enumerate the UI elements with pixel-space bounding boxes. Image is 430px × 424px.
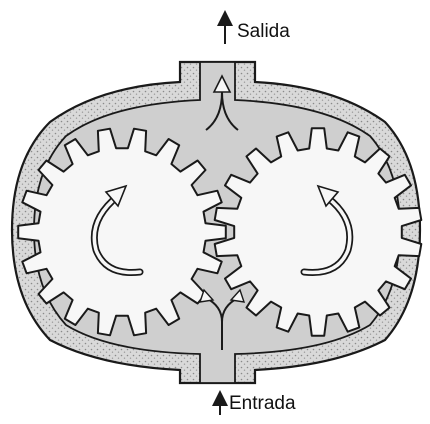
outlet-label: Salida (237, 21, 290, 43)
inlet-label: Entrada (229, 393, 296, 415)
